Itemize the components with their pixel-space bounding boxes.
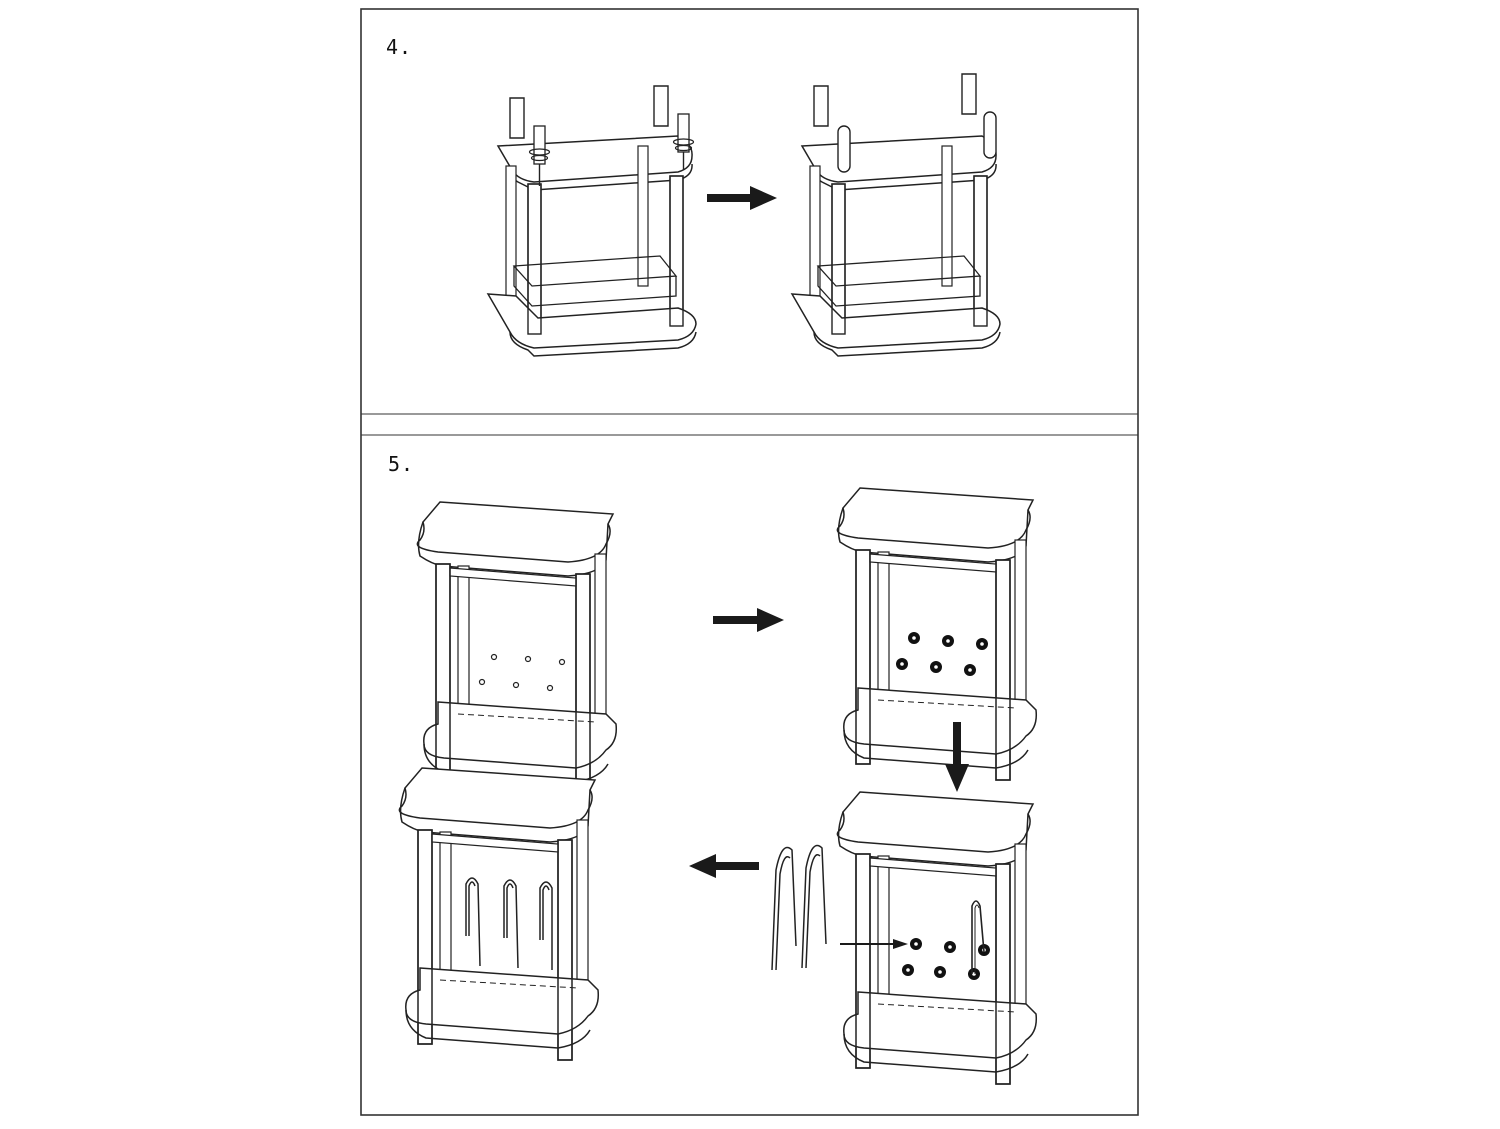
magazine-divider-icon bbox=[771, 844, 827, 971]
step-number-5: 5. bbox=[388, 452, 415, 476]
step5-table-finished bbox=[398, 767, 600, 1061]
arrow-down-icon bbox=[945, 722, 969, 792]
step5-table-holes bbox=[416, 501, 618, 795]
magazine-divider-icon bbox=[465, 877, 553, 970]
step5-table-grommets bbox=[836, 487, 1038, 781]
arrow-left-icon bbox=[689, 854, 759, 878]
peg-hole-icon bbox=[896, 632, 988, 676]
outer-frame bbox=[360, 8, 1139, 1116]
arrow-right-icon bbox=[707, 186, 777, 210]
step4-table-after bbox=[791, 73, 1001, 357]
step4-table-before bbox=[487, 85, 697, 357]
step5-table-insert bbox=[836, 791, 1038, 1085]
peg-hole-icon bbox=[478, 653, 566, 692]
step-number-4: 4. bbox=[386, 35, 413, 59]
arrow-right-icon bbox=[713, 608, 784, 632]
insert-arrow-icon bbox=[840, 939, 908, 949]
